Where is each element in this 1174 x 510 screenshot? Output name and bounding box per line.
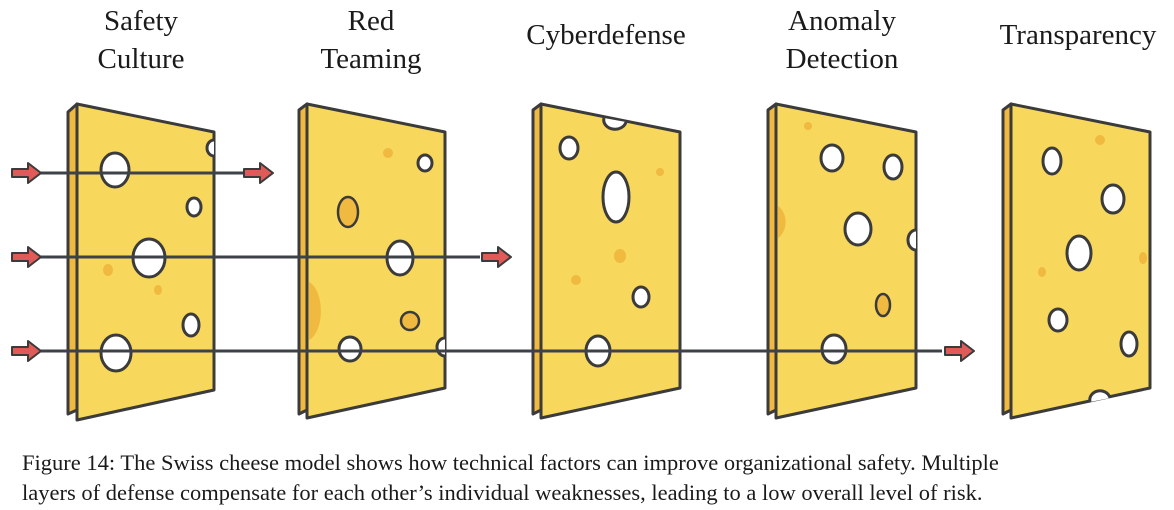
layer-title-transparency: Transparency <box>999 19 1157 51</box>
arrow-icon <box>481 246 512 268</box>
arrow-icon <box>11 246 42 268</box>
cheese-slice-red-teaming <box>297 102 447 420</box>
cheese-slice-safety-culture <box>66 102 216 422</box>
hazard-arrows <box>11 162 975 362</box>
cheese-slice-cyberdefense <box>531 102 682 420</box>
arrow-icon <box>944 340 975 362</box>
layer-title-anomaly-detection: Anomaly Detection <box>785 5 899 75</box>
cheese-slice-transparency <box>1001 102 1152 420</box>
swiss-cheese-diagram <box>11 102 1152 422</box>
arrow-icon <box>243 162 274 184</box>
layer-title-cyberdefense: Cyberdefense <box>526 19 686 51</box>
layer-title-red-teaming: Red Teaming <box>320 5 422 75</box>
cheese-slice-anomaly-detection <box>766 102 918 420</box>
figure-caption: Figure 14: The Swiss cheese model shows … <box>22 450 999 505</box>
hazard-lines <box>40 171 942 353</box>
layer-title-safety-culture: Safety Culture <box>97 5 185 75</box>
arrow-icon <box>11 162 42 184</box>
arrow-icon <box>11 340 42 362</box>
